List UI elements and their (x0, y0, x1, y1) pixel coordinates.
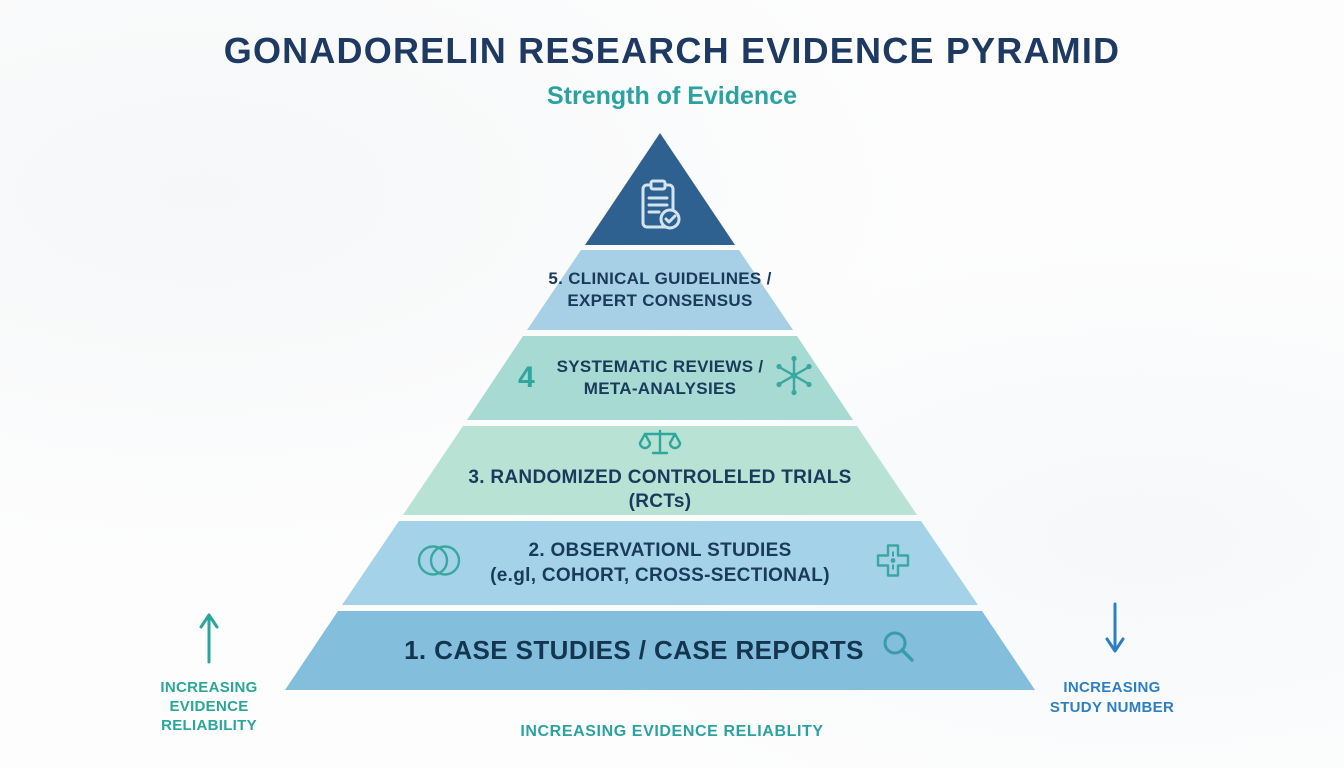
level-1-label: 1. CASE STUDIES / CASE REPORTS (404, 635, 864, 665)
pyramid-level-2-shape (342, 521, 978, 605)
down-arrow-icon (1103, 600, 1127, 665)
level-4-number: 4 (518, 361, 535, 394)
right-annotation-line2: STUDY NUMBER (1049, 699, 1175, 716)
pyramid-level-1: 1. CASE STUDIES / CASE REPORTS (285, 611, 1035, 690)
left-annotation: INCREASING EVIDENCE RELIABILITY (143, 678, 275, 735)
clinical-cross-icon (875, 543, 911, 584)
right-annotation: INCREASING STUDY NUMBER (1036, 678, 1188, 718)
level-5-label-line1: 5. CLINICAL GUIDELINES / (548, 269, 772, 288)
right-annotation-line1: INCREASING (1063, 679, 1161, 696)
pyramid-level-apex-content (285, 133, 1035, 245)
pyramid-level-5: 5. CLINICAL GUIDELINES / EXPERT CONSENSU… (285, 250, 1035, 330)
level-3-label-line1: 3. RANDOMIZED CONTROLELED TRIALS (468, 467, 852, 488)
network-icon (771, 353, 817, 404)
pyramid-level-4: 4 (285, 336, 1035, 420)
clipboard-check-icon (635, 178, 685, 239)
pyramid-level-apex (285, 133, 1035, 245)
venn-diagram-icon (413, 543, 465, 584)
up-arrow-icon (197, 610, 221, 671)
pyramid-level-5-content: 5. CLINICAL GUIDELINES / EXPERT CONSENSU… (285, 250, 1035, 330)
level-4-label-line1: SYSTEMATIC REVIEWS / (556, 357, 764, 376)
level-2-label-line2: (e.gl, COHORT, CROSS-SECTIONAL) (490, 565, 830, 586)
bottom-caption: INCREASING EVIDENCE RELIABLITY (520, 723, 824, 740)
evidence-pyramid: 5. CLINICAL GUIDELINES / EXPERT CONSENSU… (285, 133, 1035, 690)
pyramid-level-2-content: 2. OBSERVATIONL STUDIES (e.gl, COHORT, C… (285, 521, 1035, 605)
left-annotation-line3: RELIABILITY (161, 717, 257, 734)
pyramid-level-3-content: 3. RANDOMIZED CONTROLELED TRIALS (RCTs) (285, 426, 1035, 515)
pyramid-level-2: 2. OBSERVATIONL STUDIES (e.gl, COHORT, C… (285, 521, 1035, 605)
magnifier-icon (880, 629, 916, 672)
pyramid-level-1-shape (285, 611, 1035, 690)
level-2-label-line1: 2. OBSERVATIONL STUDIES (528, 540, 792, 561)
pyramid-level-4-content: SYSTEMATIC REVIEWS / META-ANALYSIES (285, 336, 1035, 420)
left-annotation-line1: INCREASING (160, 679, 258, 696)
level-3-label-line2: (RCTs) (628, 491, 692, 512)
page-subtitle: Strength of Evidence (546, 82, 798, 110)
balance-scale-icon (638, 427, 682, 464)
level-4-label-line2: META-ANALYSIES (583, 379, 737, 398)
level-5-label-line2: EXPERT CONSENSUS (567, 291, 753, 310)
pyramid-level-3: 3. RANDOMIZED CONTROLELED TRIALS (RCTs) (285, 426, 1035, 515)
page-title: GONADORELIN RESEARCH EVIDENCE PYRAMID (223, 30, 1121, 71)
pyramid-level-1-content: 1. CASE STUDIES / CASE REPORTS (285, 611, 1035, 690)
left-annotation-line2: EVIDENCE (169, 698, 249, 715)
